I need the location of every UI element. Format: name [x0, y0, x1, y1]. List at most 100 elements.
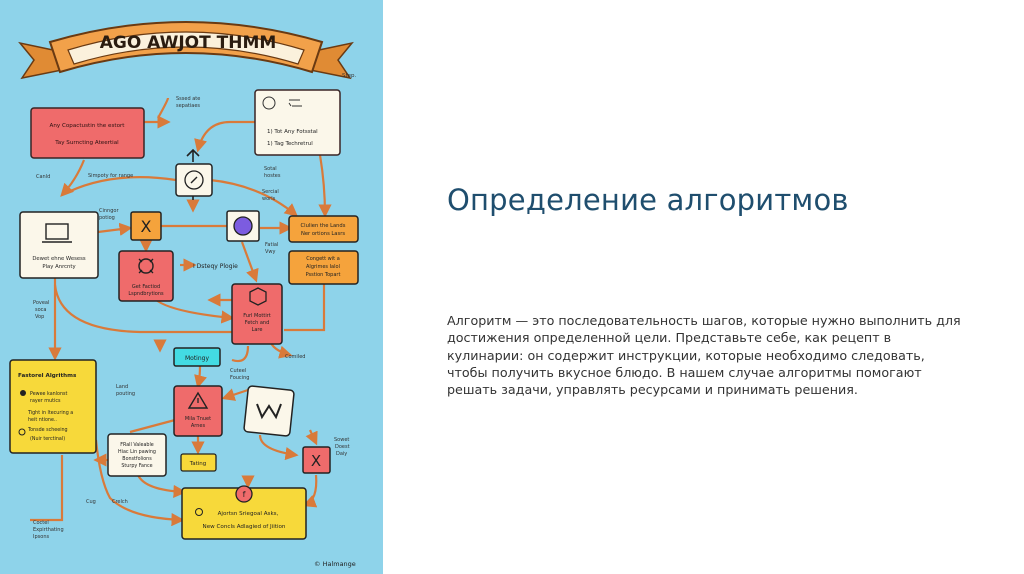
compass-icon [184, 170, 204, 190]
w-badge-icon [262, 96, 276, 110]
note-coctel-3: Ipsons [33, 534, 49, 540]
box-mid-right-line3: Lare [252, 327, 263, 333]
note-cinngor-2: potiog [99, 215, 115, 221]
box-top-left-line1: Any Copactustin the estort [50, 123, 126, 129]
note-coctel-2: Expirthating [33, 527, 64, 533]
note-land-1: Land [116, 384, 128, 390]
title-banner: AGO AWJOT THMM [18, 21, 354, 80]
box-frall-line2: Hiac Lin pawing [118, 449, 156, 455]
x-box-bottom: X [302, 446, 331, 474]
cube-icon [249, 287, 267, 306]
note-dsteqy: I Dsteqy Plogie [193, 263, 238, 270]
box-computer-line2: Play Anrcnty [42, 264, 75, 270]
box-computer-line1: Dewet ehne Wesess [32, 256, 86, 262]
flow-arrows [30, 97, 332, 527]
function-icon [235, 485, 253, 503]
note-sowet-1: Sowet [334, 437, 349, 443]
banner-title: AGO AWJOT THMM [100, 33, 277, 53]
box-right-orange-1: Clulien the Lands Ner ortions Lasrs [288, 215, 359, 243]
box-left-yellow: Fastorel Algrithms Pewee kanlonst rayer … [9, 359, 97, 454]
box-right-orange-2-line3: Psstion Topart [306, 272, 341, 278]
box-top-right-line1: 1) Tot Any Fotsstal [267, 129, 318, 135]
box-mid-right-line1: Furl Mottirt [243, 313, 271, 319]
note-cug: Cug [86, 499, 96, 505]
box-computer: Dewet ehne Wesess Play Anrcnty [19, 211, 99, 279]
compass-box [175, 148, 213, 200]
box-left-yellow-title: Fastorel Algrithms [18, 373, 77, 379]
box-left-yellow-line4: heit ntione.. [28, 417, 57, 423]
box-teal: Motingy [173, 347, 221, 367]
note-fatial-1: Fatial [265, 242, 278, 248]
svg-text:f: f [243, 490, 246, 499]
note-poveal-1: Poveal [33, 300, 49, 306]
box-frall: FRall Valeable Hiac Lin pawing Bonstfoli… [107, 433, 167, 477]
purple-circle-box [226, 210, 260, 242]
box-right-orange-2-line2: Algrimes Ialol [306, 264, 340, 270]
box-teal-label: Motingy [185, 355, 209, 362]
box-center-line1: Get Factiod [132, 284, 160, 290]
box-top-left-line2: Tay Surncting Ateertial [54, 140, 119, 146]
box-left-yellow-line1: Pewee kanlonst [30, 391, 68, 397]
note-seed-1: Sssed ate [176, 96, 200, 102]
box-frall-line3: Bonstfolions [122, 456, 152, 462]
note-coctel-1: Coctel [33, 520, 49, 526]
note-fatial-2: Vwy [265, 249, 276, 255]
box-top-left: Any Copactustin the estort Tay Surncting… [30, 107, 145, 159]
box-right-orange-1-line1: Clulien the Lands [301, 223, 346, 229]
box-left-yellow-line5: Tonsde scheeing [27, 427, 68, 433]
warning-icon [187, 391, 209, 409]
box-center: Get Factiod Lspndbrytions [118, 250, 174, 302]
circle-icon [233, 216, 253, 236]
note-seed-2: sepatiaes [176, 103, 200, 109]
note-crelch: Crelch [112, 499, 128, 505]
box-frall-line1: FRall Valeable [120, 442, 154, 448]
sketch-icon [288, 99, 302, 107]
slide-title: Определение алгоритмов [447, 183, 849, 217]
slide-body-text: Алгоритм — это последовательность шагов,… [447, 313, 961, 398]
box-left-yellow-line3: Tight in ltecuring a [27, 410, 73, 416]
bullet-icon [20, 390, 26, 396]
user-icon [195, 508, 203, 516]
box-mid-right: Furl Mottirt Fetch and Lare [231, 283, 283, 345]
note-sotal-2: hostes [264, 173, 281, 179]
box-bottom: f Ajortsn Sriegoal Asks, New Concls Adla… [181, 485, 307, 540]
note-sercial-2: worls [262, 196, 276, 202]
box-warning: Mila Tnuet Arnes [173, 385, 223, 437]
box-bottom-line1: Ajortsn Sriegoal Asks, [218, 511, 279, 517]
note-poveal-2: soca [35, 307, 46, 313]
note-sowet-3: Daiy [336, 451, 347, 457]
x-box-top: X [130, 211, 162, 241]
box-tating: Tating [180, 453, 217, 472]
step-note: Step. [342, 73, 357, 79]
box-mid-right-line2: Fetch and [245, 320, 270, 326]
credit-text: © Halmange [314, 560, 356, 568]
box-top-right-line2: 1) Tag Techretrul [267, 141, 313, 147]
note-cuteel-2: Foucing [230, 375, 249, 381]
person-icon [18, 428, 26, 436]
target-icon [138, 258, 154, 274]
w-diamond-box [243, 385, 295, 437]
box-tating-label: Tating [189, 461, 206, 467]
algorithm-poster: AGO AWJOT THMM Step. [0, 0, 383, 574]
x-icon: X [141, 217, 152, 236]
box-warning-line1: Mila Tnuet [185, 416, 211, 422]
note-cuteel-1: Cuteel [230, 368, 246, 374]
box-warning-line2: Arnes [191, 423, 206, 429]
note-canld: Canld [36, 174, 50, 180]
note-sowet-2: Doest [335, 444, 350, 450]
x-bottom-icon: X [311, 452, 321, 470]
box-left-yellow-line2: rayer rnutics [30, 398, 61, 404]
box-center-line2: Lspndbrytions [128, 291, 164, 297]
note-land-2: pouting [116, 391, 135, 397]
note-comiled: Comiled [285, 354, 305, 360]
note-simpoly: Simpoty for range [88, 173, 133, 179]
note-poveal-3: Vop [35, 314, 44, 320]
box-right-orange-2: Congett wit a Algrimes Ialol Psstion Top… [288, 250, 359, 285]
w-icon [256, 403, 282, 420]
note-sercial-1: Sercial [262, 189, 279, 195]
note-cinngor-1: Cinngor [99, 208, 119, 214]
laptop-icon [45, 223, 69, 240]
box-frall-line4: Sturpy Fance [121, 463, 152, 469]
box-right-orange-1-line2: Ner ortions Lasrs [301, 231, 345, 237]
